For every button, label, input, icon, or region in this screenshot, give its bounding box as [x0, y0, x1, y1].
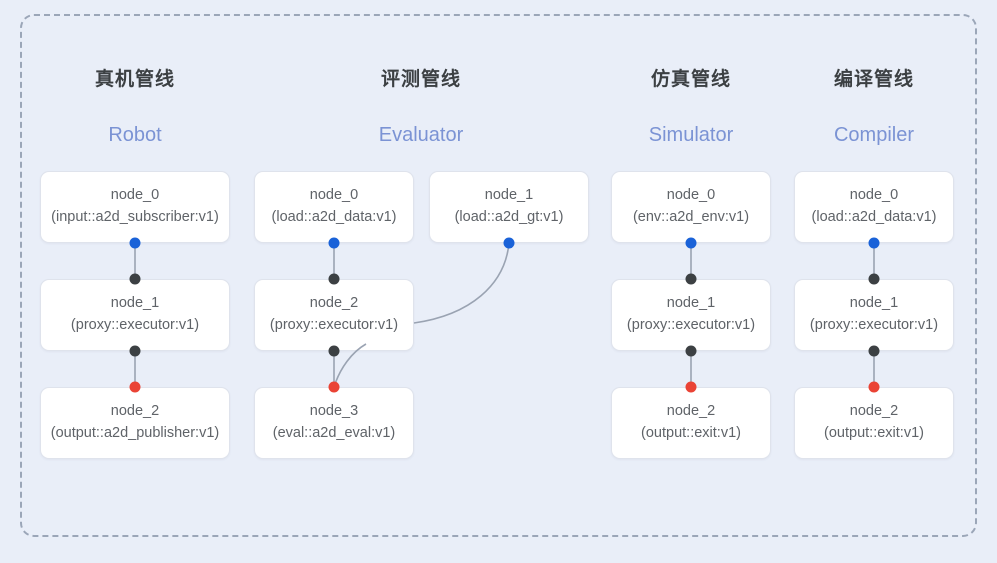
- node-sim-node-1[interactable]: node_1 (proxy::executor:v1): [611, 279, 771, 351]
- node-spec: (load::a2d_data:v1): [811, 209, 937, 225]
- node-robot-node-1[interactable]: node_1 (proxy::executor:v1): [40, 279, 230, 351]
- port-output-eval-node-1[interactable]: [503, 237, 515, 249]
- node-comp-node-0[interactable]: node_0 (load::a2d_data:v1): [794, 171, 954, 243]
- node-sim-node-2[interactable]: node_2 (output::exit:v1): [611, 387, 771, 459]
- node-name: node_0: [110, 187, 160, 204]
- node-name: node_2: [849, 403, 899, 420]
- port-output-eval-node-2[interactable]: [328, 345, 340, 357]
- column-title-compiler: 编译管线: [833, 69, 914, 90]
- node-spec: (proxy::executor:v1): [626, 317, 756, 333]
- node-spec: (eval::a2d_eval:v1): [272, 425, 396, 441]
- port-output-eval-node-0[interactable]: [328, 237, 340, 249]
- node-spec: (output::a2d_publisher:v1): [50, 425, 220, 441]
- node-name: node_1: [849, 295, 899, 312]
- port-output-robot-node-0[interactable]: [129, 237, 141, 249]
- node-eval-node-0[interactable]: node_0 (load::a2d_data:v1): [254, 171, 414, 243]
- column-subtitle-compiler: Compiler: [833, 124, 915, 146]
- port-input-eval-node-2[interactable]: [328, 273, 340, 285]
- node-spec: (proxy::executor:v1): [269, 317, 399, 333]
- port-input-sim-node-1[interactable]: [685, 273, 697, 285]
- column-subtitle-simulator: Simulator: [648, 124, 734, 146]
- node-spec: (input::a2d_subscriber:v1): [51, 209, 219, 225]
- node-spec: (output::exit:v1): [824, 425, 924, 441]
- node-eval-node-1[interactable]: node_1 (load::a2d_gt:v1): [429, 171, 589, 243]
- port-output-sim-node-1[interactable]: [685, 345, 697, 357]
- node-name: node_0: [309, 187, 359, 204]
- port-input-eval-node-3[interactable]: [328, 381, 340, 393]
- port-input-sim-node-2[interactable]: [685, 381, 697, 393]
- node-spec: (env::a2d_env:v1): [632, 209, 750, 225]
- column-subtitle-robot: Robot: [108, 124, 162, 146]
- node-spec: (load::a2d_gt:v1): [454, 209, 564, 225]
- port-output-sim-node-0[interactable]: [685, 237, 697, 249]
- node-name: node_2: [110, 403, 160, 420]
- node-comp-node-1[interactable]: node_1 (proxy::executor:v1): [794, 279, 954, 351]
- port-output-robot-node-1[interactable]: [129, 345, 141, 357]
- node-name: node_0: [849, 187, 899, 204]
- column-title-simulator: 仿真管线: [650, 69, 731, 90]
- node-name: node_1: [666, 295, 716, 312]
- node-name: node_0: [666, 187, 716, 204]
- dashed-group-frame: [20, 14, 977, 537]
- node-name: node_2: [309, 295, 359, 312]
- node-eval-node-2[interactable]: node_2 (proxy::executor:v1): [254, 279, 414, 351]
- node-name: node_2: [666, 403, 716, 420]
- node-robot-node-2[interactable]: node_2 (output::a2d_publisher:v1): [40, 387, 230, 459]
- node-name: node_1: [484, 187, 534, 204]
- node-sim-node-0[interactable]: node_0 (env::a2d_env:v1): [611, 171, 771, 243]
- node-spec: (load::a2d_data:v1): [271, 209, 397, 225]
- column-title-evaluator: 评测管线: [380, 69, 461, 90]
- port-input-robot-node-2[interactable]: [129, 381, 141, 393]
- port-output-comp-node-0[interactable]: [868, 237, 880, 249]
- column-title-robot: 真机管线: [94, 69, 175, 90]
- node-spec: (output::exit:v1): [641, 425, 741, 441]
- node-name: node_1: [110, 295, 160, 312]
- port-output-comp-node-1[interactable]: [868, 345, 880, 357]
- node-spec: (proxy::executor:v1): [809, 317, 939, 333]
- node-robot-node-0[interactable]: node_0 (input::a2d_subscriber:v1): [40, 171, 230, 243]
- port-input-comp-node-1[interactable]: [868, 273, 880, 285]
- node-comp-node-2[interactable]: node_2 (output::exit:v1): [794, 387, 954, 459]
- port-input-robot-node-1[interactable]: [129, 273, 141, 285]
- node-spec: (proxy::executor:v1): [70, 317, 200, 333]
- column-subtitle-evaluator: Evaluator: [378, 124, 464, 146]
- port-input-comp-node-2[interactable]: [868, 381, 880, 393]
- node-name: node_3: [309, 403, 359, 420]
- node-eval-node-3[interactable]: node_3 (eval::a2d_eval:v1): [254, 387, 414, 459]
